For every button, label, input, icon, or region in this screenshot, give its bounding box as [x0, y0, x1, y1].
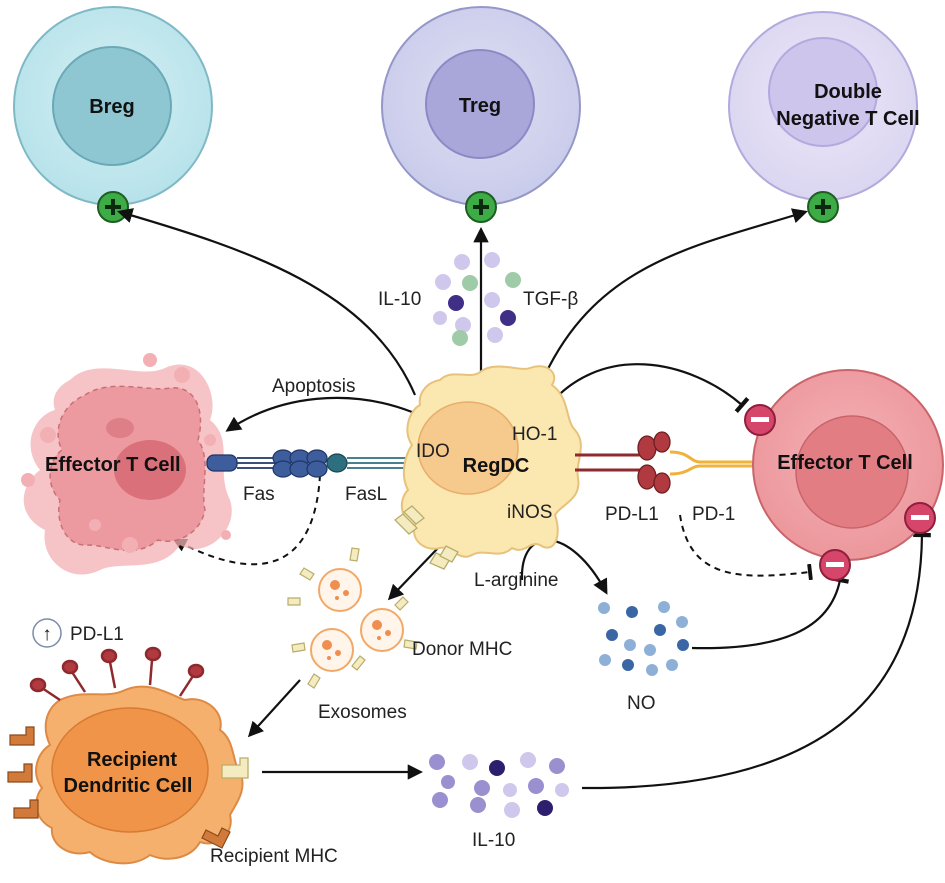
breg-cell: Breg — [13, 6, 213, 206]
up-arrow-icon: ↑ — [32, 618, 62, 648]
minus-icon — [744, 404, 776, 436]
effector-t-cell-right-label: Effector T Cell — [777, 452, 913, 474]
dnt-label-line2: Negative T Cell — [776, 108, 919, 130]
treg-cell: Treg — [381, 6, 581, 206]
dashed-fasl-to-effector — [172, 474, 321, 566]
recipient-dendritic-cell: Recipient Dendritic Cell — [35, 685, 244, 865]
inhibit-no-to-effector — [691, 576, 850, 650]
tgfb-label: TGF-β — [523, 289, 578, 310]
il10-bottom-label: IL-10 — [472, 830, 515, 851]
effector-t-cell-right: Effector T Cell — [752, 369, 944, 561]
effector-t-cell-left-label: Effector T Cell — [45, 454, 181, 476]
exosomes — [287, 547, 418, 689]
plus-icon — [465, 191, 497, 223]
arrow-regdc-to-exosomes — [387, 547, 439, 601]
minus-icon — [904, 502, 936, 534]
recipient-mhc-label: Recipient MHC — [210, 846, 338, 867]
double-negative-t-cell: Double Negative T Cell — [728, 11, 920, 201]
inhibit-il10-to-effector — [581, 532, 931, 790]
pdl1-up-label: PD-L1 — [70, 624, 124, 645]
il10-tgfb-particles — [433, 252, 521, 346]
pdl1-pd1-complex — [575, 431, 760, 494]
apoptosis-label: Apoptosis — [272, 376, 355, 397]
fas-label: Fas — [243, 484, 275, 505]
inhibit-ho1-to-effector — [544, 363, 750, 414]
inos-label: iNOS — [507, 502, 552, 523]
pd1-label: PD-1 — [692, 504, 735, 525]
arrow-apoptosis — [225, 396, 413, 432]
dnt-label-line1: Double — [814, 81, 882, 103]
il10-particles-bottom — [429, 752, 569, 818]
recipient-mhc-receptors — [7, 726, 231, 849]
regdc-cell: RegDC — [400, 365, 582, 558]
arrow-regdc-to-breg — [117, 208, 417, 396]
fasl-label: FasL — [345, 484, 387, 505]
larginine-label: L-arginine — [474, 570, 559, 591]
pdl1-upregulated-receptors — [29, 646, 205, 702]
minus-icon — [819, 549, 851, 581]
arrow-exosomes-to-recipient — [247, 679, 301, 738]
plus-icon — [97, 191, 129, 223]
donor-mhc-on-recipient — [221, 757, 249, 779]
up-arrow-glyph: ↑ — [42, 624, 52, 645]
breg-label: Breg — [89, 96, 135, 118]
il10-top-label: IL-10 — [378, 289, 421, 310]
no-label: NO — [627, 693, 656, 714]
pdl1-label: PD-L1 — [605, 504, 659, 525]
recipient-dc-label-line1: Recipient — [87, 749, 177, 771]
exosomes-label: Exosomes — [318, 702, 407, 723]
effector-t-cell-apoptotic: Effector T Cell — [21, 353, 232, 575]
recipient-dc-label-line2: Dendritic Cell — [64, 775, 193, 797]
no-particles — [598, 601, 689, 676]
plus-icon — [807, 191, 839, 223]
arrow-regdc-to-dnt — [544, 208, 808, 376]
treg-label: Treg — [459, 95, 501, 117]
donor-mhc-receptor — [394, 505, 459, 570]
ho1-label: HO-1 — [512, 424, 557, 445]
fas-fasl-complex — [206, 449, 425, 478]
donor-mhc-label: Donor MHC — [412, 639, 512, 660]
ido-label: IDO — [416, 441, 450, 462]
regdc-label: RegDC — [463, 455, 530, 477]
